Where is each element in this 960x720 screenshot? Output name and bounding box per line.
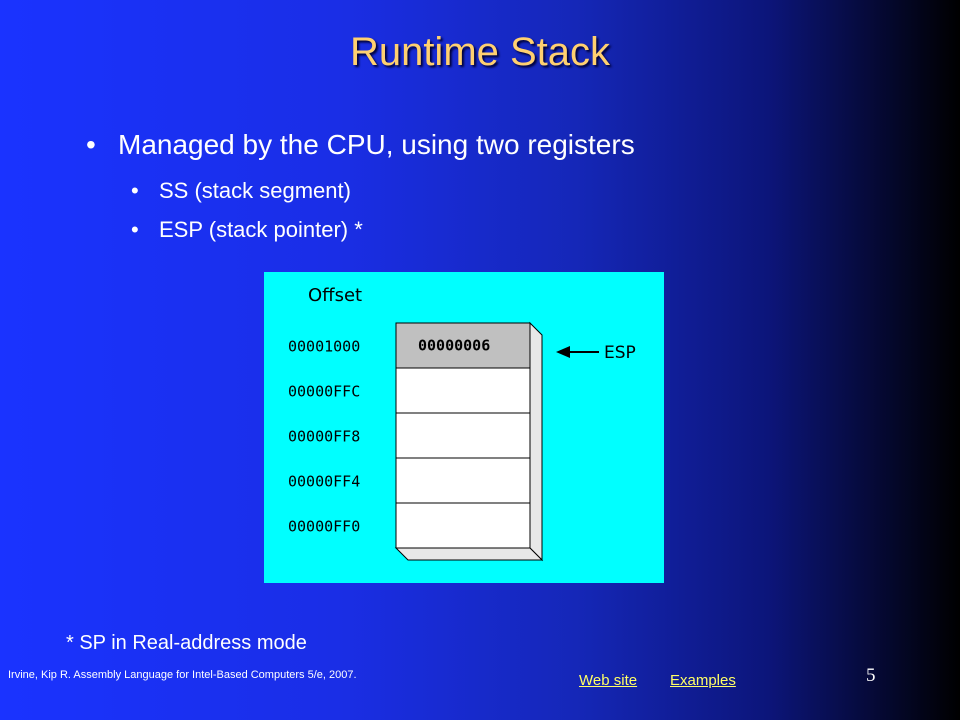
offset-label: 00000FF0	[288, 518, 360, 536]
stack-diagram: Offset 00001000 00000006 00000FFC 00000FF8 00…	[264, 272, 664, 583]
stack-side-face	[529, 321, 543, 562]
citation: Irvine, Kip R. Assembly Language for Int…	[8, 669, 357, 681]
examples-link[interactable]: Examples	[670, 672, 736, 689]
footnote: * SP in Real-address mode	[66, 632, 307, 654]
bullet-marker: •	[131, 217, 139, 242]
page-number: 5	[866, 665, 876, 686]
offset-label: 00000FF8	[288, 428, 360, 446]
web-site-link[interactable]: Web site	[579, 672, 638, 689]
bullet-text: SS (stack segment)	[159, 178, 351, 203]
esp-arrow-head	[556, 346, 570, 358]
stack-cell	[395, 367, 531, 414]
stack-cell	[395, 457, 531, 504]
offset-label: 00000FFC	[288, 383, 360, 401]
stack-cell-value: 00000006	[418, 337, 490, 355]
stack-cell	[395, 412, 531, 459]
stack-cell	[395, 322, 531, 369]
offset-header: Offset	[308, 285, 362, 306]
slide-title: Runtime Stack	[349, 30, 611, 74]
sub-bullet-esp: • ESP (stack pointer) *	[131, 217, 363, 243]
bullet-text: ESP (stack pointer) *	[159, 217, 363, 242]
offset-label: 00001000	[288, 338, 360, 356]
sub-bullet-ss: • SS (stack segment)	[131, 178, 351, 204]
stack-bottom-face	[394, 547, 544, 561]
bullet-marker: •	[131, 178, 139, 203]
stack-cell	[395, 502, 531, 549]
stack-diagram-canvas: Offset 00001000 00000006 00000FFC 00000FF8 00…	[288, 285, 636, 562]
esp-pointer-label: ESP	[604, 343, 636, 363]
bullet-text: Managed by the CPU, using two registers	[118, 129, 635, 160]
bullet-managed-by-cpu: • Managed by the CPU, using two registers	[86, 129, 635, 161]
offset-label: 00000FF4	[288, 473, 360, 491]
bullet-marker: •	[86, 129, 96, 160]
